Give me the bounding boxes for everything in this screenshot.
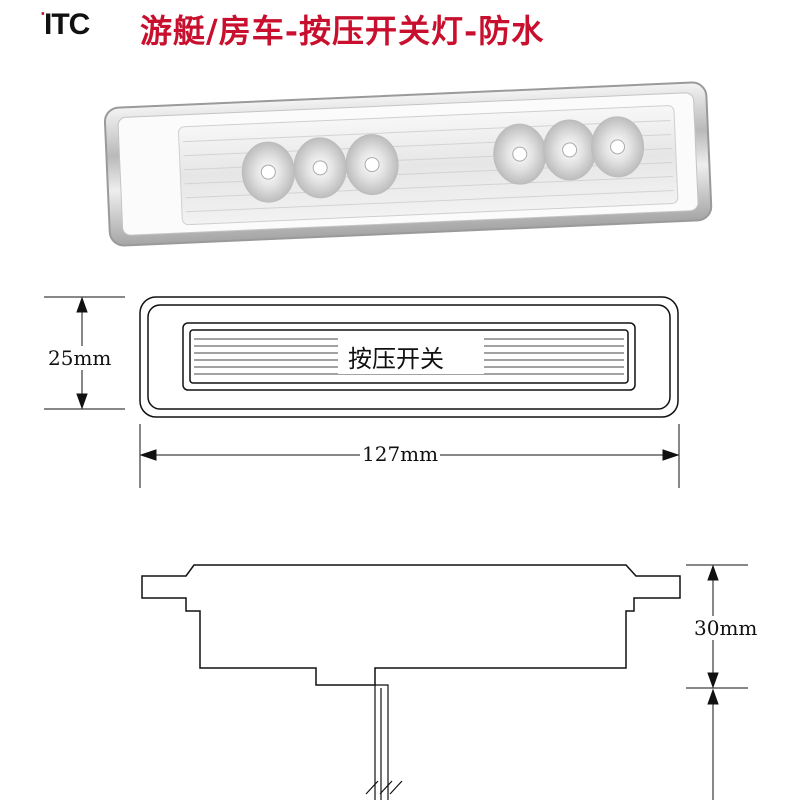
front-outer-frame [139,296,679,418]
front-inner-frame [147,304,671,410]
logo-accent-icon: ⋅ [40,4,46,24]
side-profile-outline [141,564,681,686]
led-array [241,116,645,203]
height-dimension-label: 25mm [46,346,114,370]
brand-logo: ⋅ ITC [40,4,90,42]
page-title: 游艇/房车-按压开关灯-防水 [140,12,545,50]
switch-label: 按压开关 [348,345,444,373]
depth-dimension-label: 30mm [692,616,760,640]
header: ⋅ ITC 游艇/房车-按压开关灯-防水 [0,0,800,52]
logo-text: ITC [44,8,90,41]
front-lens-outline [182,322,636,391]
width-dimension-label: 127mm [360,442,441,466]
